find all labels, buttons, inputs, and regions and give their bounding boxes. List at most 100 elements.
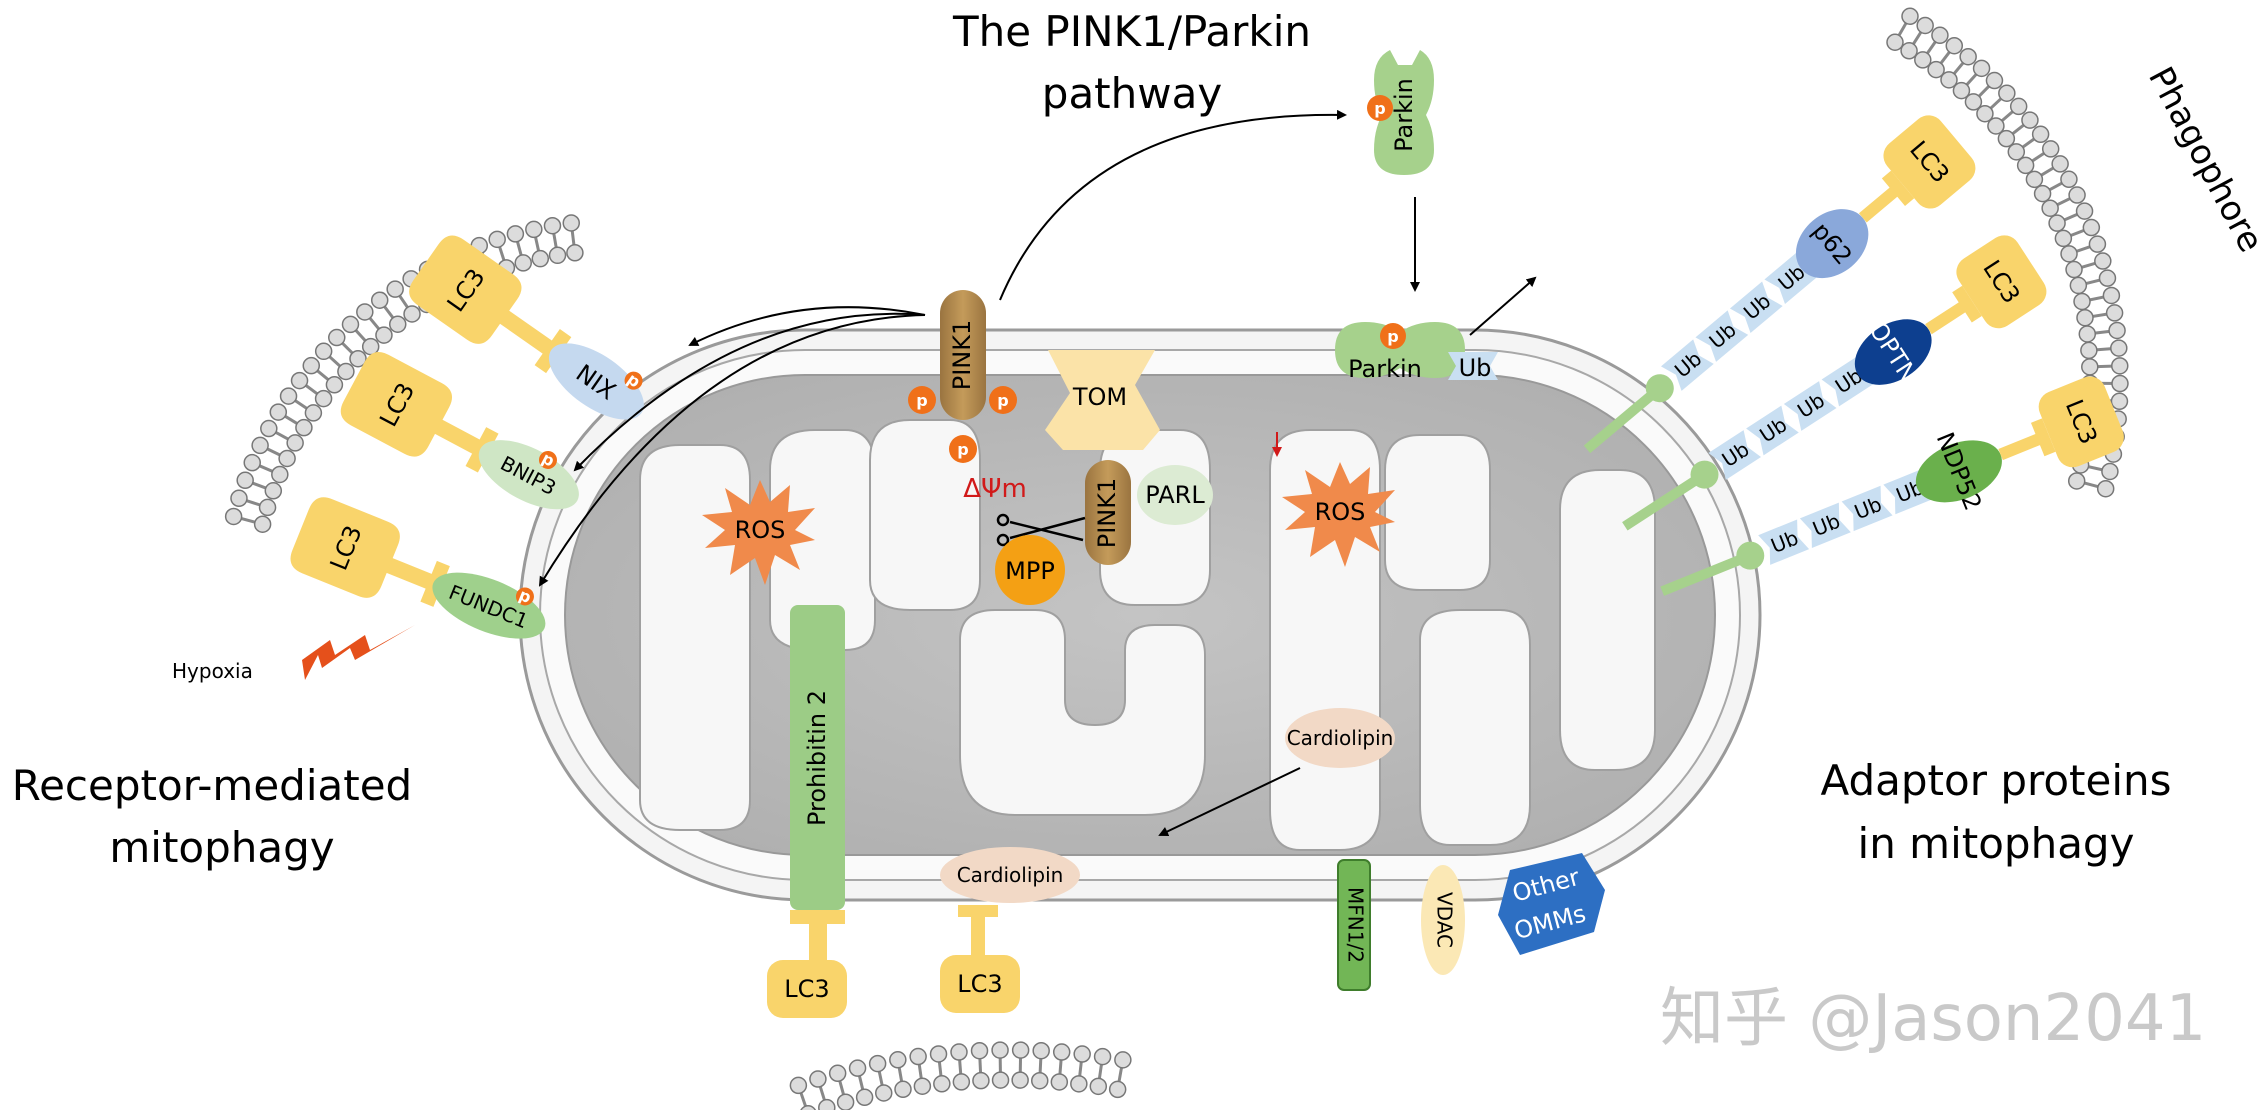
lipid-molecule	[2073, 286, 2121, 311]
phospho-fundc1	[515, 587, 534, 606]
lipid-molecule	[224, 507, 272, 533]
mpp-protein	[995, 535, 1065, 605]
lc3-protein	[767, 960, 847, 1018]
lc3-tether	[958, 905, 998, 955]
mfn-label: MFN1/2	[1344, 887, 1368, 963]
bnip3-protein	[478, 440, 579, 510]
mpp-label: MPP	[1005, 557, 1055, 585]
lc3-protein	[1956, 235, 2047, 329]
ub-tag	[1448, 352, 1498, 380]
lipid-molecule	[1050, 1043, 1071, 1091]
omm-anchor	[1622, 473, 1704, 531]
ub-tag	[1695, 310, 1749, 362]
lc3-prohibitin: LC3	[767, 910, 847, 1018]
membrane-potential-label: ΔΨm	[963, 474, 1027, 504]
lipid-molecule	[1940, 47, 1977, 89]
lipid-molecule	[1976, 84, 2016, 123]
ub-tag	[1746, 405, 1799, 456]
lipid-molecule	[1070, 1045, 1091, 1093]
lipid-molecule	[562, 214, 584, 262]
lipid-molecule	[260, 419, 304, 452]
lipid-molecule	[1886, 7, 1919, 52]
lipid-molecule	[2078, 321, 2126, 343]
pink1-imm-label: PINK1	[1093, 478, 1121, 549]
lc3-cardiolipin: LC3	[940, 905, 1020, 1013]
lc3-tether	[1925, 285, 1982, 335]
ub-tag	[1708, 430, 1762, 480]
ub-label: Ub	[1739, 289, 1775, 325]
parl-protein	[1137, 465, 1213, 525]
phospho-nix	[624, 371, 643, 390]
lipid-molecule	[950, 1043, 971, 1091]
ub-label: Ub	[1459, 354, 1492, 382]
ros-burst-icon	[1282, 462, 1395, 567]
ub-tag	[1841, 485, 1893, 532]
lipid-molecule	[302, 356, 344, 394]
fundc1-protein	[432, 572, 546, 639]
nix-protein	[548, 343, 644, 420]
lipid-molecule	[2033, 170, 2078, 203]
ub-tag	[1660, 339, 1714, 391]
lipid-molecule	[279, 387, 323, 422]
lc3-protein	[940, 955, 1020, 1013]
cardiolipin-omm	[940, 847, 1080, 903]
ub-tag	[1799, 502, 1851, 549]
ros-label: ROS	[735, 516, 786, 544]
ros-label: ROS	[1315, 498, 1366, 526]
phospho-label: p	[1387, 327, 1398, 346]
arrow-ubiquitination	[1469, 276, 1537, 336]
lc3-tether	[1858, 170, 1915, 223]
parkin-omm-protein	[1335, 322, 1465, 378]
title-pink1-parkin-line2: pathway	[1042, 69, 1222, 118]
cardiolipin-imm	[1285, 708, 1395, 768]
title-pink1-parkin-line1: The PINK1/Parkin	[952, 7, 1311, 56]
arrow-cardiolipin-externalization	[1158, 767, 1301, 837]
pink1-imm-protein	[1085, 460, 1131, 565]
tom-complex	[1045, 350, 1160, 450]
lipid-molecule	[868, 1054, 893, 1102]
lipid-molecule	[1108, 1051, 1132, 1099]
lipid-molecule	[2054, 218, 2101, 248]
parkin-label: Parkin	[1390, 78, 1418, 152]
parkin-protein	[1374, 50, 1434, 175]
lipid-molecule	[909, 1047, 932, 1095]
phospho-label: p	[916, 391, 927, 410]
ub-tag	[1821, 356, 1875, 407]
other-omms-protein	[1498, 853, 1605, 955]
arrow-pink1-to-nix	[688, 306, 926, 346]
cardiolipin-omm-label: Cardiolipin	[957, 863, 1064, 887]
phospho-bnip3	[538, 450, 557, 469]
lipid-molecule	[1952, 59, 1991, 100]
lipid-molecule	[314, 342, 355, 381]
lipid-molecule	[929, 1045, 951, 1093]
phagophore-membrane-bottom	[789, 1041, 1132, 1110]
title-receptor-line2: mitophagy	[109, 823, 334, 872]
lipid-molecule	[230, 489, 277, 517]
tom-label: TOM	[1072, 383, 1127, 411]
lipid-molecule	[809, 1070, 836, 1110]
title-adaptor-line1: Adaptor proteins	[1820, 756, 2171, 805]
lipid-molecule	[525, 220, 550, 268]
lipid-molecule	[1927, 36, 1964, 79]
ndp52-protein	[1915, 440, 2002, 503]
lipid-molecule	[2065, 252, 2112, 279]
lipid-molecule	[290, 371, 333, 408]
omm-anchor	[1660, 552, 1748, 596]
optn-protein	[1854, 319, 1932, 385]
prohibitin2-label: Prohibitin 2	[803, 690, 831, 826]
lipid-molecule	[236, 471, 283, 500]
lipid-molecule	[269, 403, 313, 437]
lipid-molecule	[356, 303, 393, 344]
lipid-molecule	[1900, 16, 1934, 60]
pink1-omm: PINK1 p p p	[908, 290, 1017, 463]
phospho-label: p	[997, 391, 1008, 410]
vdac-protein	[1421, 865, 1465, 975]
lipid-molecule	[2080, 339, 2128, 360]
mfn-protein	[1337, 859, 1371, 991]
